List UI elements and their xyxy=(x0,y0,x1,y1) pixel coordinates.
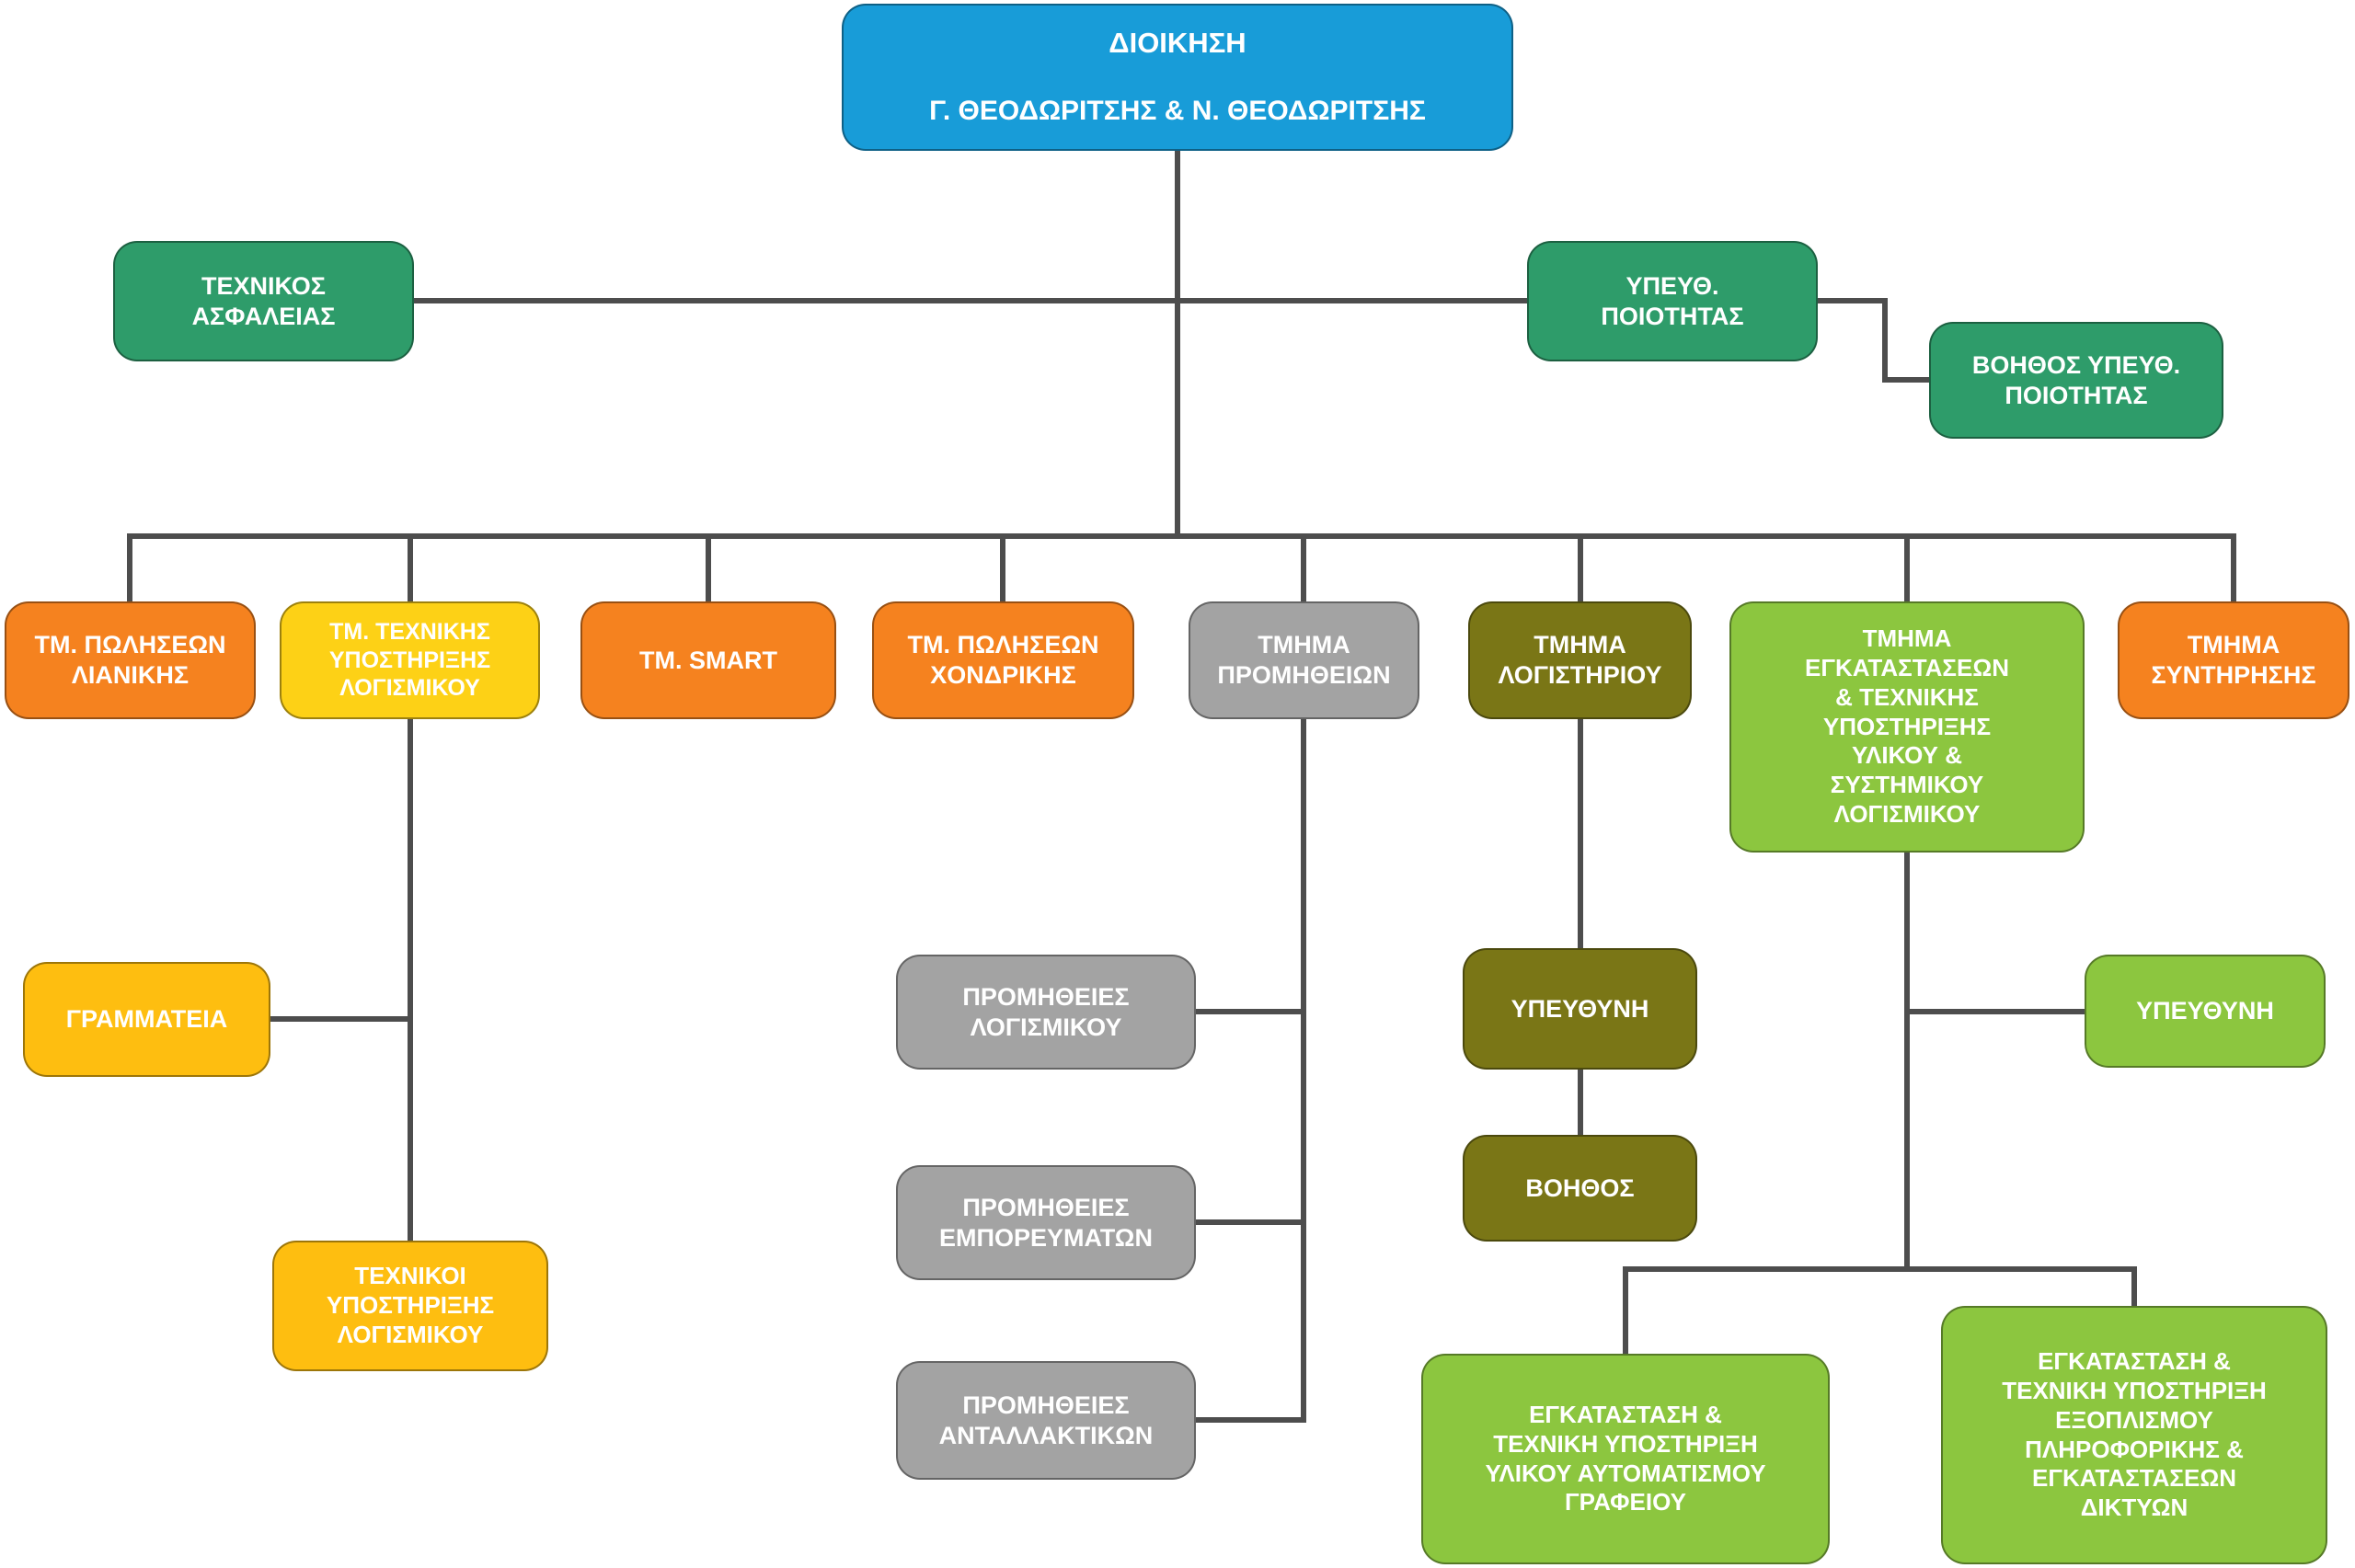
org-node-software-support-dept: ΤΜ. ΤΕΧΝΙΚΗΣ ΥΠΟΣΤΗΡΙΞΗΣ ΛΟΓΙΣΜΙΚΟΥ xyxy=(280,601,540,719)
org-node-procurement-dept: ΤΜΗΜΑ ΠΡΟΜΗΘΕΙΩΝ xyxy=(1189,601,1419,719)
connector-manager-assistant xyxy=(1578,1067,1583,1139)
org-node-management: ΔΙΟΙΚΗΣΗ Γ. ΘΕΟΔΩΡΙΤΣΗΣ & Ν. ΘΕΟΔΩΡΙΤΣΗΣ xyxy=(842,4,1513,151)
connector-stub-software-support xyxy=(408,533,413,605)
connector-merchandise-branch xyxy=(1192,1219,1304,1225)
org-node-office-automation: ΕΓΚΑΤΑΣΤΑΣΗ & ΤΕΧΝΙΚΗ ΥΠΟΣΤΗΡΙΞΗ ΥΛΙΚΟΥ … xyxy=(1421,1354,1830,1564)
connector-level2-bus xyxy=(412,298,1529,303)
connector-dept-bus xyxy=(127,533,2236,539)
org-node-quality: ΥΠΕΥΘ. ΠΟΙΟΤΗΤΑΣ xyxy=(1527,241,1818,361)
connector-quality-assistant-h2 xyxy=(1882,377,1931,383)
org-node-software-technicians: ΤΕΧΝΙΚΟΙ ΥΠΟΣΤΗΡΙΞΗΣ ΛΟΓΙΣΜΙΚΟΥ xyxy=(272,1241,548,1371)
connector-accounting-drop xyxy=(1578,715,1583,952)
connector-stub-maintenance xyxy=(2231,533,2236,605)
connector-office-automation-stub xyxy=(1623,1266,1628,1357)
connector-stub-installations xyxy=(1904,533,1910,605)
org-node-secretariat: ΓΡΑΜΜΑΤΕΙΑ xyxy=(23,962,270,1077)
connector-stub-procurement xyxy=(1301,533,1306,605)
connector-installations-split xyxy=(1623,1266,2137,1272)
connector-procurement-drop xyxy=(1301,715,1306,1423)
connector-secretariat-branch xyxy=(267,1016,410,1022)
management-title: ΔΙΟΙΚΗΣΗ xyxy=(1109,27,1246,59)
management-subtitle: Γ. ΘΕΟΔΩΡΙΤΣΗΣ & Ν. ΘΕΟΔΩΡΙΤΣΗΣ xyxy=(929,96,1426,127)
org-node-merchandise-procurement: ΠΡΟΜΗΘΕΙΕΣ ΕΜΠΟΡΕΥΜΑΤΩΝ xyxy=(896,1165,1196,1280)
connector-stub-accounting xyxy=(1578,533,1583,605)
org-node-accounting-assistant: ΒΟΗΘΟΣ xyxy=(1463,1135,1697,1242)
org-node-spare-parts-procurement: ΠΡΟΜΗΘΕΙΕΣ ΑΝΤΑΛΛΑΚΤΙΚΩΝ xyxy=(896,1361,1196,1480)
org-node-accounting-dept: ΤΜΗΜΑ ΛΟΓΙΣΤΗΡΙΟΥ xyxy=(1468,601,1692,719)
org-node-smart: ΤΜ. SMART xyxy=(580,601,836,719)
connector-installations-manager-branch xyxy=(1904,1009,2088,1014)
org-node-wholesale-sales: ΤΜ. ΠΩΛΗΣΕΩΝ ΧΟΝΔΡΙΚΗΣ xyxy=(872,601,1134,719)
org-node-maintenance-dept: ΤΜΗΜΑ ΣΥΝΤΗΡΗΣΗΣ xyxy=(2118,601,2349,719)
connector-stub-retail xyxy=(127,533,132,605)
connector-quality-assistant-h1 xyxy=(1816,298,1888,303)
connector-software-procurement-branch xyxy=(1192,1009,1304,1014)
org-node-installations-dept: ΤΜΗΜΑ ΕΓΚΑΤΑΣΤΑΣΕΩΝ & ΤΕΧΝΙΚΗΣ ΥΠΟΣΤΗΡΙΞ… xyxy=(1729,601,2085,853)
org-node-accounting-manager: ΥΠΕΥΘΥΝΗ xyxy=(1463,948,1697,1070)
org-node-software-procurement: ΠΡΟΜΗΘΕΙΕΣ ΛΟΓΙΣΜΙΚΟΥ xyxy=(896,955,1196,1070)
org-node-it-equipment: ΕΓΚΑΤΑΣΤΑΣΗ & ΤΕΧΝΙΚΗ ΥΠΟΣΤΗΡΙΞΗ ΕΞΟΠΛΙΣ… xyxy=(1941,1306,2327,1564)
connector-stub-smart xyxy=(706,533,711,605)
org-node-safety: ΤΕΧΝΙΚΟΣ ΑΣΦΑΛΕΙΑΣ xyxy=(113,241,414,361)
org-node-quality-assistant: ΒΟΗΘΟΣ ΥΠΕΥΘ. ΠΟΙΟΤΗΤΑΣ xyxy=(1929,322,2223,439)
connector-stub-wholesale xyxy=(1000,533,1005,605)
connector-quality-assistant-v xyxy=(1882,298,1888,383)
org-node-retail-sales: ΤΜ. ΠΩΛΗΣΕΩΝ ΛΙΑΝΙΚΗΣ xyxy=(5,601,256,719)
connector-spare-parts-branch xyxy=(1192,1417,1304,1423)
org-node-installations-manager: ΥΠΕΥΘΥΝΗ xyxy=(2085,955,2326,1068)
connector-management-drop xyxy=(1175,147,1180,539)
connector-it-equipment-stub xyxy=(2131,1266,2137,1310)
connector-installations-drop xyxy=(1904,849,1910,1272)
connector-software-support-drop xyxy=(408,715,413,1244)
